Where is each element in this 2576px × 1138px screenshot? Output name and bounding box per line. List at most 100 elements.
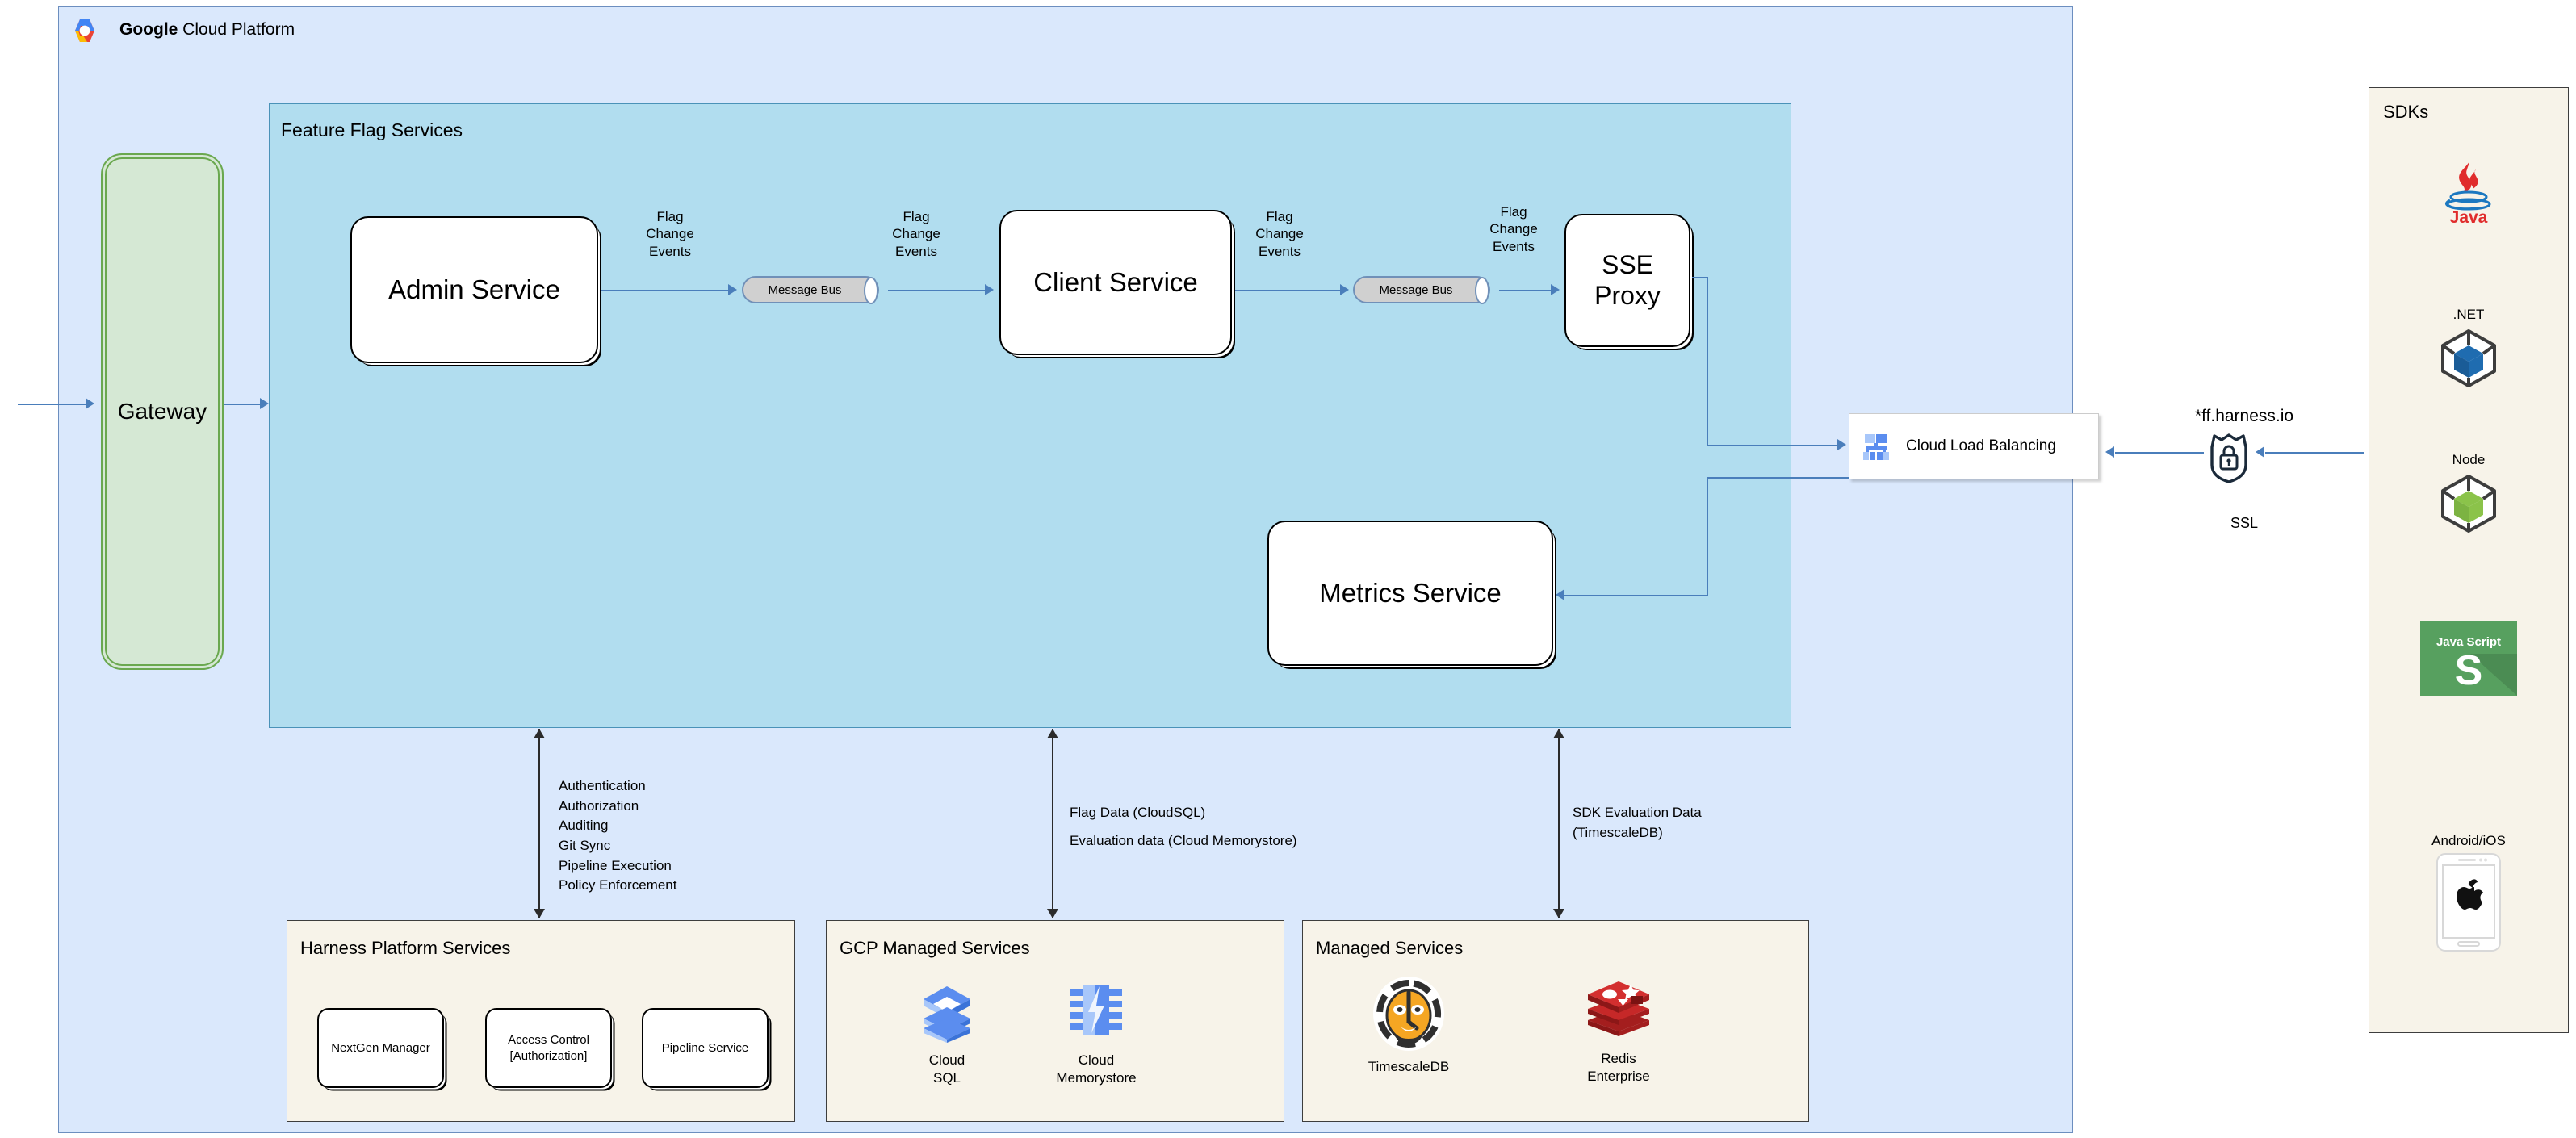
bus1-to-client-line — [888, 290, 986, 291]
nextgen-manager-box[interactable]: NextGen Manager — [317, 1008, 444, 1088]
mobile-phone-apple-icon — [2436, 853, 2501, 952]
svg-text:Java: Java — [2450, 208, 2488, 224]
sdks-to-ssl-arrow — [2256, 446, 2264, 458]
gcp-title-bold: Google — [119, 20, 178, 39]
inbound-edge-line — [18, 404, 87, 405]
pipeline-service-box[interactable]: Pipeline Service — [642, 1008, 769, 1088]
inbound-edge-arrow — [86, 398, 94, 409]
cloud-load-balancing-box[interactable]: Cloud Load Balancing — [1849, 413, 2099, 479]
ssl-to-lb-arrow — [2105, 446, 2114, 458]
lb-to-metrics-seg1 — [1707, 477, 1850, 479]
gateway-label: Gateway — [117, 399, 207, 424]
sdk-item-javascript[interactable]: Java Script S — [2369, 621, 2569, 700]
lb-to-metrics-arrow — [1556, 589, 1564, 600]
node-cube-icon — [2441, 475, 2496, 533]
javascript-logo-text-top: Java Script — [2436, 635, 2501, 649]
java-logo-icon: Java — [2445, 161, 2491, 227]
sdk-label-android-ios: Android/iOS — [2431, 833, 2506, 848]
harness-platform-annotation: Authentication Authorization Auditing Gi… — [559, 776, 676, 896]
message-bus-2-cap — [1475, 277, 1489, 304]
gateway-to-ffs-arrow — [260, 398, 269, 409]
annot-line: Policy Enforcement — [559, 877, 677, 893]
timescaledb-label: TimescaleDB — [1368, 1059, 1450, 1074]
feature-flag-services-container — [269, 103, 1791, 728]
flag-change-events-label-3: Flag Change Events — [1255, 209, 1304, 259]
annot-spacer — [1070, 823, 1297, 831]
sdk-item-dotnet[interactable]: .NET — [2369, 307, 2569, 395]
annot-line: Git Sync — [559, 837, 611, 853]
dotnet-cube-icon — [2441, 329, 2496, 387]
timescaledb-item[interactable]: TimescaleDB — [1340, 975, 1477, 1076]
access-control-box[interactable]: Access Control [Authorization] — [485, 1008, 612, 1088]
redis-enterprise-label: Redis Enterprise — [1587, 1051, 1650, 1085]
sse-to-lb-seg1 — [1692, 277, 1708, 278]
sdks-to-ssl-line — [2265, 452, 2364, 454]
message-bus-2[interactable]: Message Bus — [1353, 276, 1490, 304]
harness-edge-line — [538, 729, 540, 918]
gcpms-edge-arrow-up — [1047, 729, 1058, 738]
client-to-bus2-line — [1235, 290, 1342, 291]
sdks-title: SDKs — [2383, 102, 2429, 122]
admin-service-label: Admin Service — [388, 274, 560, 304]
sse-to-lb-seg2 — [1707, 277, 1708, 446]
harness-edge-arrow-down — [534, 909, 545, 918]
gcp-title-rest: Cloud Platform — [178, 20, 295, 39]
ms-edge-arrow-down — [1553, 909, 1564, 918]
redis-enterprise-item[interactable]: Redis Enterprise — [1558, 975, 1679, 1086]
flag-change-events-label-1: Flag Change Events — [646, 209, 694, 259]
metrics-service-box[interactable]: Metrics Service — [1267, 521, 1553, 666]
sdk-item-java[interactable]: Java — [2369, 158, 2569, 228]
gcp-title: Google Cloud Platform — [119, 20, 295, 40]
sse-proxy-label: SSE Proxy — [1594, 249, 1661, 310]
admin-to-bus1-arrow — [728, 284, 737, 295]
redis-logo-icon — [1588, 981, 1649, 1036]
flag-change-events-label-4: Flag Change Events — [1489, 204, 1538, 254]
annot-line: Authorization — [559, 797, 639, 814]
access-control-label: Access Control [Authorization] — [508, 1033, 589, 1063]
nextgen-manager-label: NextGen Manager — [331, 1040, 430, 1055]
gcpms-edge-arrow-down — [1047, 909, 1058, 918]
flag-change-events-label-2: Flag Change Events — [892, 209, 940, 259]
admin-service-box[interactable]: Admin Service — [350, 216, 598, 363]
cloud-load-balancing-label: Cloud Load Balancing — [1906, 437, 2056, 454]
client-service-box[interactable]: Client Service — [999, 210, 1232, 355]
sse-proxy-box[interactable]: SSE Proxy — [1564, 214, 1690, 347]
sdk-label-node: Node — [2452, 452, 2486, 467]
annot-line: Authentication — [559, 778, 646, 793]
cloud-sql-label: Cloud SQL — [928, 1052, 965, 1086]
metrics-service-label: Metrics Service — [1319, 577, 1502, 608]
gateway-box[interactable]: Gateway — [101, 153, 224, 670]
harness-platform-services-title: Harness Platform Services — [300, 938, 511, 958]
message-bus-1-cap — [864, 277, 878, 304]
client-to-bus2-arrow — [1340, 284, 1349, 295]
sdk-item-android-ios[interactable]: Android/iOS — [2369, 833, 2569, 956]
annot-line: SDK Evaluation Data — [1573, 805, 1702, 820]
google-cloud-platform-logo-icon — [75, 19, 94, 42]
gateway-to-ffs-line — [224, 404, 262, 405]
message-bus-1[interactable]: Message Bus — [742, 276, 879, 304]
bus2-to-sse-line — [1499, 290, 1556, 291]
managed-services-annotation: SDK Evaluation Data (TimescaleDB) — [1573, 803, 1702, 843]
sdk-item-node[interactable]: Node — [2369, 452, 2569, 540]
annot-line: Flag Data (CloudSQL) — [1070, 805, 1206, 820]
javascript-logo-text-main: S — [2455, 647, 2483, 694]
gcp-managed-services-title: GCP Managed Services — [840, 938, 1030, 958]
sdk-label-dotnet: .NET — [2452, 307, 2485, 322]
pipeline-service-label: Pipeline Service — [661, 1040, 749, 1055]
annot-line: Auditing — [559, 818, 609, 834]
cloud-sql-icon — [924, 986, 970, 1043]
feature-flag-services-title: Feature Flag Services — [281, 119, 463, 140]
admin-to-bus1-line — [601, 290, 730, 291]
client-service-label: Client Service — [1033, 266, 1198, 297]
shield-lock-icon — [2210, 433, 2247, 483]
message-bus-2-label: Message Bus — [1379, 282, 1453, 297]
cloud-memorystore-item[interactable]: Cloud Memorystore — [1036, 983, 1157, 1087]
lb-to-metrics-seg3 — [1564, 595, 1708, 596]
bus1-to-client-arrow — [985, 284, 994, 295]
annot-line: Evaluation data (Cloud Memorystore) — [1070, 832, 1297, 848]
javascript-logo-icon: Java Script S — [2420, 621, 2517, 696]
cloud-load-balancing-icon — [1863, 434, 1889, 460]
timescaledb-tiger-icon — [1373, 977, 1444, 1051]
cloud-sql-item[interactable]: Cloud SQL — [898, 983, 995, 1087]
gcpms-edge-line — [1052, 729, 1053, 918]
